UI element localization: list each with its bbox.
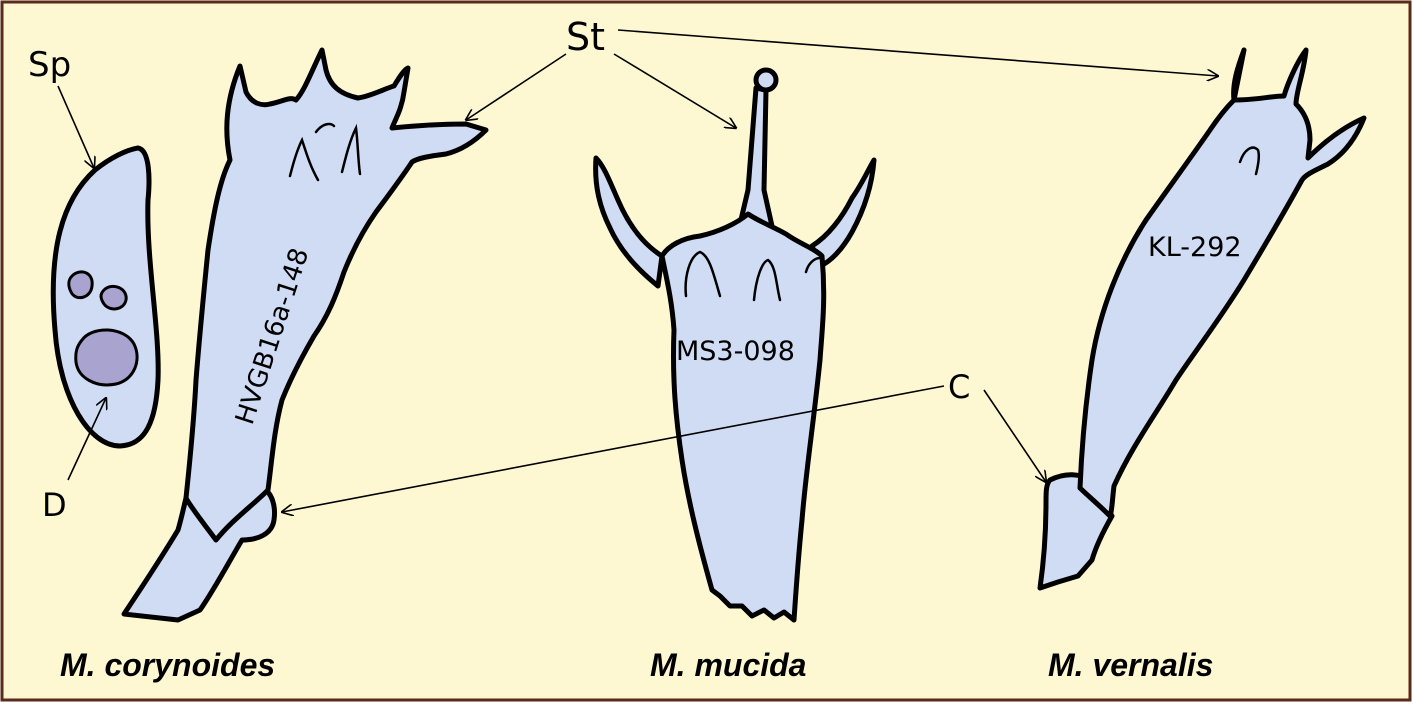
- label-d: D: [42, 486, 67, 524]
- species-vernalis: M. vernalis: [1048, 647, 1213, 683]
- specimen-vernalis: KL-292: [1148, 232, 1242, 263]
- droplet-small-1: [69, 272, 92, 298]
- droplet-large: [76, 330, 137, 385]
- droplet-small-2: [101, 286, 126, 309]
- label-c: C: [948, 368, 970, 406]
- species-corynoides: M. corynoides: [60, 647, 275, 683]
- label-st: St: [566, 15, 605, 59]
- species-mucida: M. mucida: [650, 647, 806, 683]
- specimen-mucida: MS3-098: [676, 336, 795, 367]
- label-sp: Sp: [28, 45, 71, 85]
